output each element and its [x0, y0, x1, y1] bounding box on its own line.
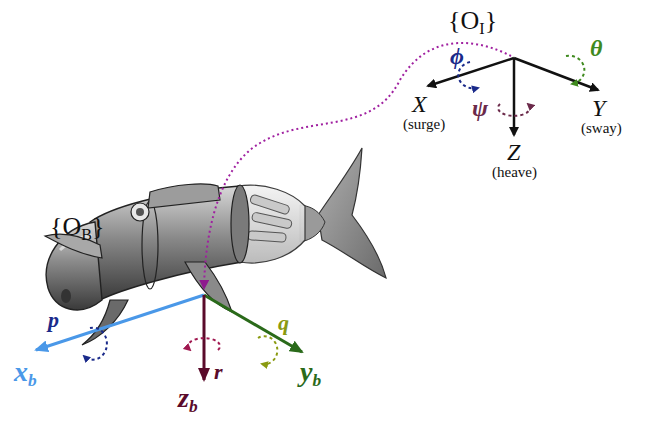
rotation-symbol: q: [278, 310, 289, 335]
body-frame-name: }: [92, 212, 104, 241]
rotation-symbol-group: ϕ: [450, 44, 464, 68]
axis-name-group: Y: [592, 96, 605, 120]
subscript: b: [189, 397, 198, 416]
axis-name: y: [300, 356, 312, 387]
axis-description: (sway): [581, 120, 622, 136]
axis-name: Z: [507, 139, 520, 165]
inertial-frame-name-group: {OI}: [448, 8, 497, 37]
rotation-symbol: p: [48, 307, 59, 332]
rotation-symbol: r: [214, 359, 223, 384]
rotation-symbol-group: q: [278, 312, 289, 334]
rotation-symbol-group: θ: [590, 36, 602, 60]
rotation-symbol-group: p: [48, 309, 59, 331]
rotation-symbol: ψ: [472, 95, 488, 121]
axis-description: (surge): [403, 116, 445, 132]
axis-name-group: yb: [300, 358, 321, 390]
rotation-symbol-group: r: [214, 361, 223, 383]
inertial-frame-name: }: [485, 6, 497, 35]
body-frame-name-group: {OB}: [50, 214, 105, 243]
subscript: B: [81, 226, 92, 243]
subscript: I: [479, 20, 484, 37]
body-frame-name: {O: [50, 212, 81, 241]
subscript: b: [312, 371, 321, 390]
axis-description: (heave): [492, 164, 537, 180]
axis-name: x: [14, 356, 28, 387]
rotation-symbol: ϕ: [450, 43, 464, 69]
axis-name: z: [178, 382, 189, 413]
axis-name-group: Z: [507, 140, 520, 164]
axis-name-group: X: [412, 92, 427, 116]
axis-name-group: zb: [178, 384, 198, 416]
inertial-frame-name: {O: [448, 6, 479, 35]
axis-description-group: (surge): [403, 117, 445, 132]
axis-name-group: xb: [14, 358, 37, 390]
rotation-symbol: θ: [590, 35, 602, 61]
axis-description-group: (sway): [581, 121, 622, 136]
axis-name: Y: [592, 95, 605, 121]
rotation-symbol-group: ψ: [472, 96, 488, 120]
subscript: b: [28, 371, 37, 390]
axis-name: X: [412, 91, 427, 117]
axis-description-group: (heave): [492, 165, 537, 180]
